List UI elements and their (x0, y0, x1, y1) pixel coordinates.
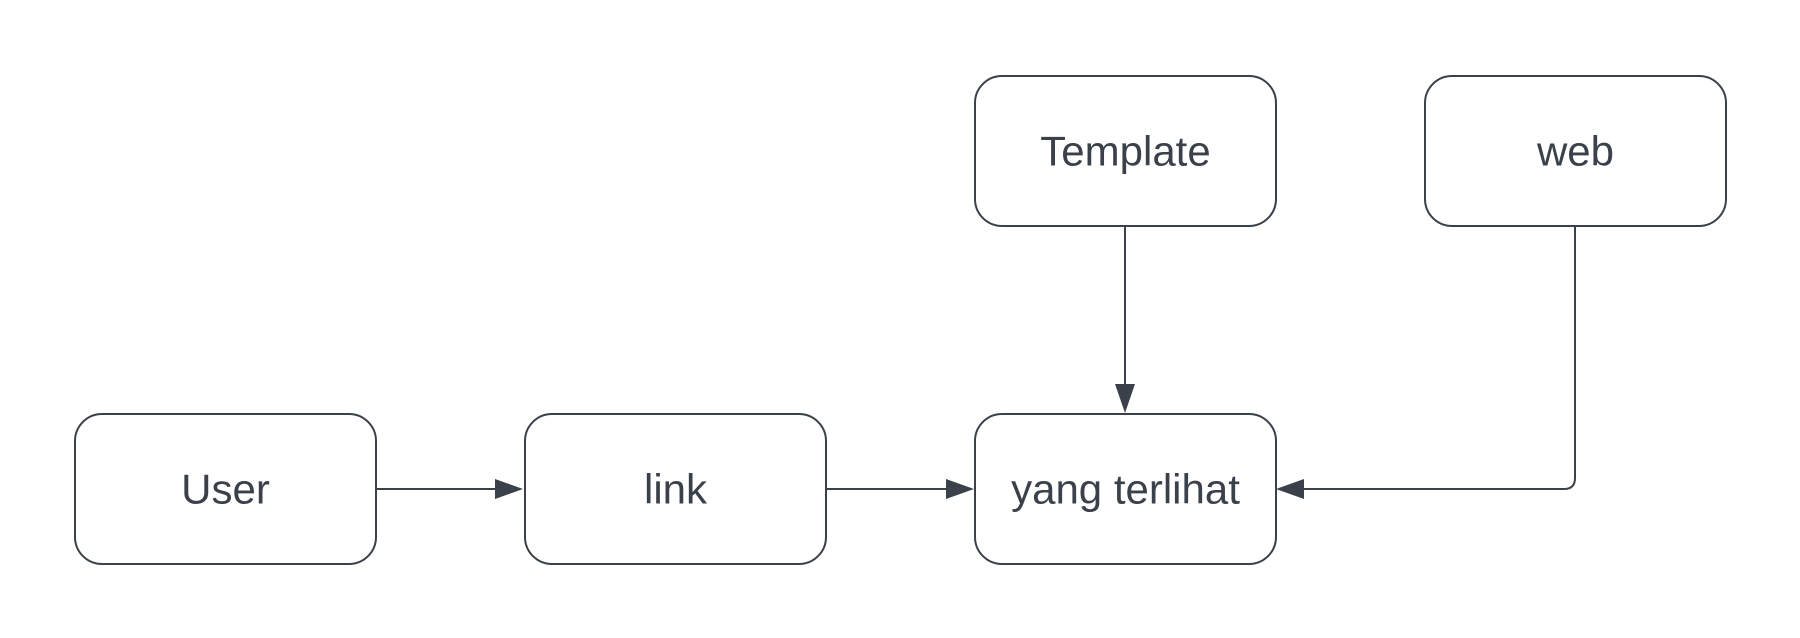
node-template[interactable]: Template (974, 75, 1277, 227)
node-web[interactable]: web (1424, 75, 1727, 227)
arrow-head-icon (946, 479, 974, 499)
edge-web-to-yang-terlihat (1276, 226, 1576, 499)
edge-link-to-yang-terlihat (826, 479, 974, 499)
arrow-head-icon (495, 479, 523, 499)
connector-line (1304, 226, 1576, 490)
node-label: Template (1040, 128, 1210, 175)
node-yang-terlihat[interactable]: yang terlihat (974, 413, 1277, 565)
node-link[interactable]: link (524, 413, 827, 565)
node-box (1424, 75, 1727, 227)
node-box (74, 413, 377, 565)
arrow-head-icon (1115, 384, 1135, 413)
node-label: link (644, 466, 708, 513)
node-box (524, 413, 827, 565)
node-user[interactable]: User (74, 413, 377, 565)
node-box (974, 75, 1277, 227)
edge-user-to-link (376, 479, 523, 499)
node-label: yang terlihat (1011, 466, 1240, 513)
node-label: User (181, 466, 270, 513)
edge-template-to-yang-terlihat (1115, 226, 1135, 413)
node-box (974, 413, 1277, 565)
arrow-head-icon (1276, 479, 1304, 499)
node-label: web (1536, 128, 1614, 175)
